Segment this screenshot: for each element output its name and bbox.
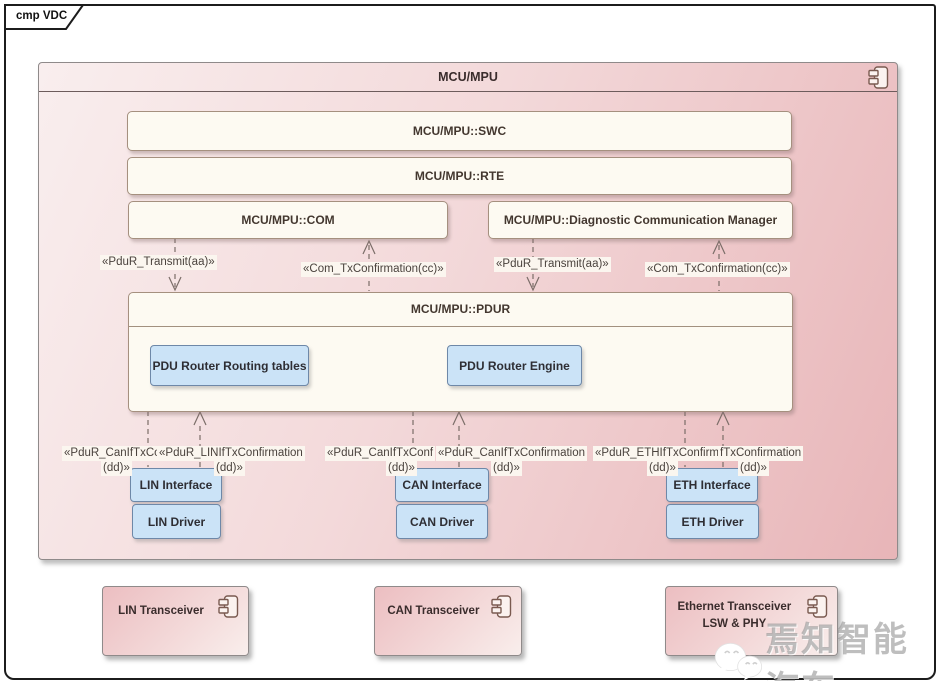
wechat-icon [714,642,763,681]
mcu-mpu-title: MCU/MPU [438,70,498,84]
frame-tab-shape [4,4,85,30]
eth-driver-label: ETH Driver [681,514,744,529]
swc-box: MCU/MPU::SWC [127,111,792,151]
stereotype-label-com-txconfirmation-left: «Com_TxConfirmation(cc)» [301,262,446,277]
mcu-mpu-header: MCU/MPU [39,63,897,92]
ethernet-transceiver-label: Ethernet Transceiver [677,601,792,613]
dcm-box: MCU/MPU::Diagnostic Communication Manage… [488,201,793,239]
stereotype-label-pdur-transmit-left: «PduR_Transmit(aa)» [100,255,217,270]
stereotype-label-ethif: «PduR_ETHIfTxConfirmation [593,446,746,461]
stereotype-label-canif-mid2: «PduR_CanIfTxConfirmation [436,446,588,461]
dd-label-4: (dd)» [491,461,522,476]
diagram-frame [4,4,936,680]
can-driver-box: CAN Driver [396,504,488,539]
dd-label-2: (dd)» [214,461,245,476]
dd-label-6: (dd)» [738,461,769,476]
ethernet-transceiver-component: Ethernet Transceiver LSW & PHY [665,586,838,656]
rte-label: MCU/MPU::RTE [414,169,505,183]
frame-tab-label: cmp VDC [16,10,68,22]
ethernet-transceiver-sublabel: LSW & PHY [702,618,767,630]
stereotype-label-canif-mid1: «PduR_CanIfTxConf [325,446,436,461]
stereotype-label-canif-left: «PduR_CanIfTxCo [62,446,163,461]
lin-interface-label: LIN Interface [139,478,213,492]
pdur-title: MCU/MPU::PDUR [410,302,511,316]
com-box: MCU/MPU::COM [128,201,448,239]
stereotype-label-linif: «PduR_LINIfTxConfirmation [157,446,305,461]
lin-driver-label: LIN Driver [147,514,206,529]
lin-transceiver-component: LIN Transceiver [102,586,249,656]
pdu-router-routing-tables-label: PDU Router Routing tables [152,358,307,373]
pdu-router-engine-box: PDU Router Engine [447,345,582,386]
can-transceiver-label: CAN Transceiver [387,605,480,617]
component-icon [868,66,889,89]
dd-label-1: (dd)» [101,461,132,476]
dd-label-3: (dd)» [386,461,417,476]
pdu-router-engine-label: PDU Router Engine [459,358,570,373]
frame-tab: cmp VDC [4,4,88,31]
lin-interface-box: LIN Interface [130,468,222,502]
stereotype-label-pdur-transmit-right: «PduR_Transmit(aa)» [494,257,611,272]
watermark-text: 焉知智能汽车 [764,620,909,681]
pdur-divider [129,326,792,327]
stereotype-label-ethif-tail: fTxConfirmation [718,446,804,461]
component-icon [807,595,828,618]
com-label: MCU/MPU::COM [241,213,335,227]
can-transceiver-component: CAN Transceiver [374,586,522,656]
lin-transceiver-label: LIN Transceiver [118,605,204,617]
eth-driver-box: ETH Driver [666,504,759,539]
can-driver-label: CAN Driver [409,514,475,529]
dd-label-5: (dd)» [647,461,678,476]
component-icon [218,595,239,618]
eth-interface-label: ETH Interface [673,478,751,492]
dcm-label: MCU/MPU::Diagnostic Communication Manage… [503,213,778,227]
swc-label: MCU/MPU::SWC [412,124,507,138]
stereotype-label-com-txconfirmation-right: «Com_TxConfirmation(cc)» [645,262,790,277]
pdu-router-routing-tables-box: PDU Router Routing tables [150,345,309,386]
lin-driver-box: LIN Driver [132,504,221,539]
component-icon [491,595,512,618]
can-interface-label: CAN Interface [402,478,482,492]
watermark: 焉知智能汽车 [712,612,938,681]
rte-box: MCU/MPU::RTE [127,157,792,195]
